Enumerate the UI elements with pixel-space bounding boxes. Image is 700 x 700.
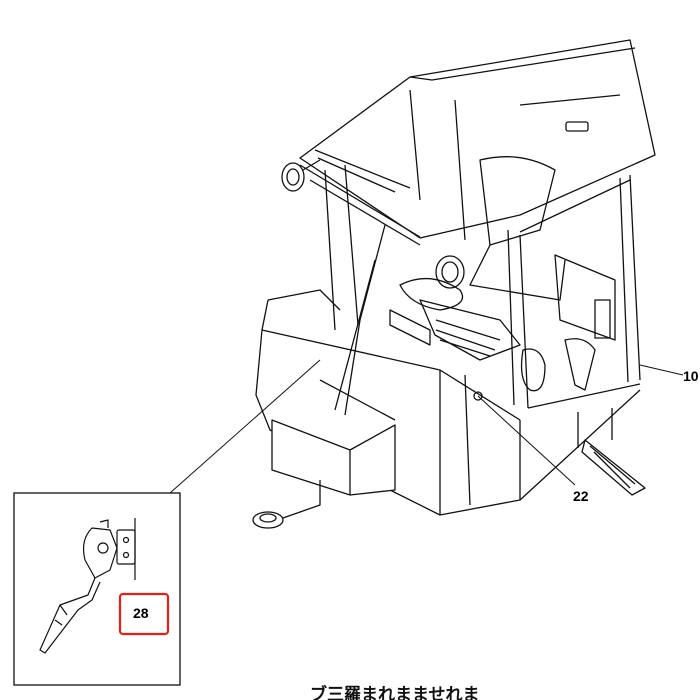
part-28-highlight-box	[118, 592, 170, 636]
callout-label-22: 22	[573, 488, 589, 504]
detail-inset	[13, 492, 181, 686]
pedal-assembly	[39, 518, 136, 654]
watermark-text: ブ三羅まれまませれま	[310, 684, 480, 700]
cab-body	[252, 39, 656, 529]
callout-label-28: 28	[133, 605, 149, 621]
callout-label-10: 10	[683, 368, 699, 384]
